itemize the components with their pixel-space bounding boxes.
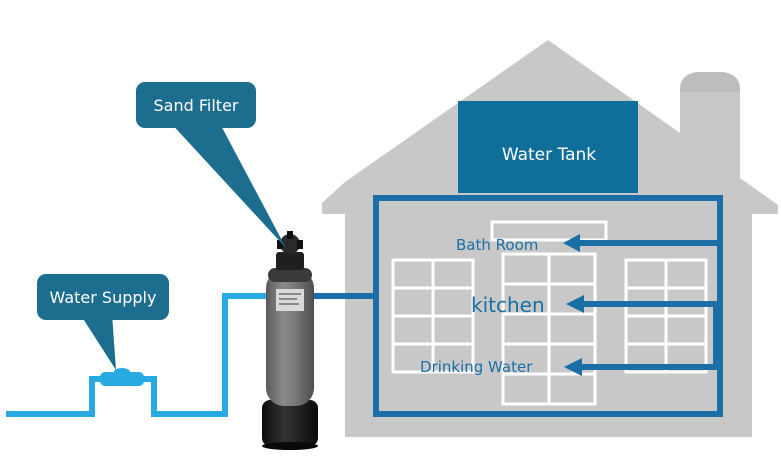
house-pipes (373, 195, 723, 417)
water-tank: Water Tank (458, 101, 638, 193)
windows (391, 220, 708, 406)
arrow-left-icon (566, 295, 584, 313)
flow-arrows (563, 234, 584, 376)
window-left (391, 258, 475, 374)
supply-pipe (6, 293, 266, 417)
drinking-water-label: Drinking Water (420, 358, 533, 376)
sand-filter-tank-icon (262, 231, 318, 450)
water-tank-label: Water Tank (502, 145, 596, 165)
water-supply-callout: Water Supply (37, 274, 169, 370)
sand-filter-label: Sand Filter (154, 96, 239, 115)
kitchen-label: kitchen (471, 293, 545, 317)
arrow-left-icon (564, 358, 582, 376)
multiport-valve (276, 252, 304, 270)
sand-filter-callout: Sand Filter (136, 82, 286, 248)
chimney-cap (680, 72, 740, 92)
window-right (624, 258, 708, 374)
filter-base (262, 400, 318, 446)
water-meter-icon (100, 368, 144, 386)
window-center (490, 220, 608, 406)
water-supply-label: Water Supply (50, 288, 157, 307)
water-tank-box (458, 101, 638, 193)
arrow-left-icon (563, 234, 580, 252)
bath-room-label: Bath Room (456, 236, 538, 254)
